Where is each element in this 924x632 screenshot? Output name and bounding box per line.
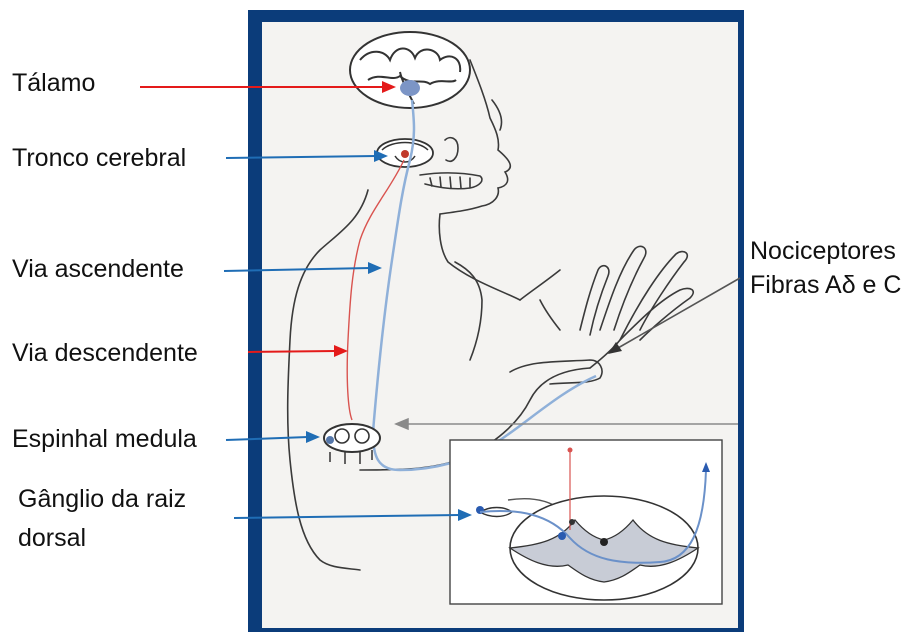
brain-drawing (350, 32, 470, 108)
brainstem-drawing (377, 139, 433, 167)
label-descending-pathway: Via descendente (12, 338, 198, 368)
label-ascending-pathway: Via ascendente (12, 254, 184, 284)
label-nociceptors-line1: Nociceptores (750, 236, 896, 266)
label-thalamus: Tálamo (12, 68, 95, 98)
label-brainstem: Tronco cerebral (12, 143, 186, 173)
inset-spinal-section (450, 440, 722, 604)
label-spinal-cord: Espinhal medula (12, 424, 197, 454)
thalamus-region (400, 80, 420, 96)
label-nociceptors-line2: Fibras Aδ e C (750, 270, 901, 300)
label-ganglion-line1: Gânglio da raiz (18, 484, 186, 514)
label-ganglion-line2: dorsal (18, 523, 86, 553)
